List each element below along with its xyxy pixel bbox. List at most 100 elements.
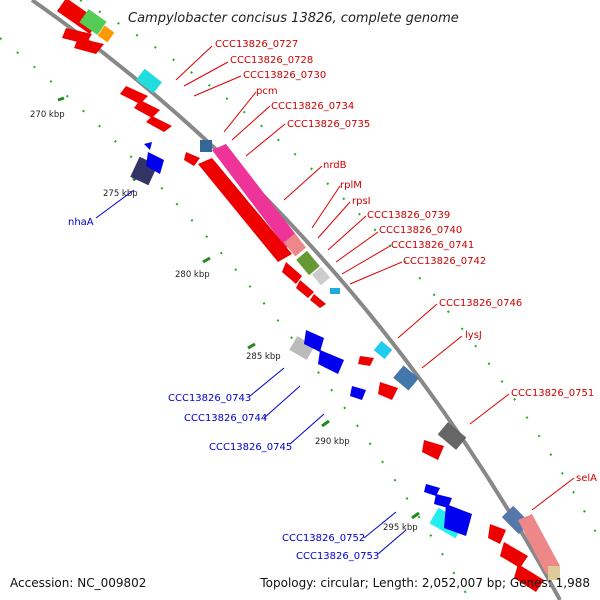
gene-label: CCC13826_0751 [511, 388, 594, 399]
gene-arrow [424, 484, 440, 496]
leader-line [283, 165, 323, 201]
tick-label: 295 kbp [383, 523, 418, 533]
gene-label: CCC13826_0740 [379, 225, 462, 236]
leader-line [193, 75, 242, 97]
gene-block [548, 566, 560, 580]
gene-arrow [304, 330, 324, 352]
leader-line [397, 303, 438, 339]
gene-band-pink [212, 144, 300, 248]
leader-line [245, 123, 286, 157]
leader-line [311, 185, 341, 229]
gene-block [136, 68, 162, 94]
leader-line [249, 367, 285, 397]
gene-arrow [134, 100, 160, 118]
gene-arrow [184, 152, 200, 166]
gene-arrow [488, 524, 506, 544]
gene-label: CCC13826_0743 [168, 393, 251, 404]
leader-line [377, 529, 407, 555]
gene-arrow [350, 386, 366, 400]
gene-label: CCC13826_0728 [230, 55, 313, 66]
gene-label: CCC13826_0739 [367, 210, 450, 221]
gene-block [97, 25, 115, 43]
gene-label: rpsI [352, 196, 371, 207]
leader-line [95, 189, 135, 219]
gene-block [79, 9, 107, 35]
forward-gene-track [57, 0, 560, 592]
gene-arrow [144, 142, 152, 150]
gene-label: lysJ [465, 330, 482, 341]
leader-line [183, 61, 229, 87]
gene-band-salmon [518, 514, 560, 574]
leader-line [327, 215, 367, 251]
topology-text: Topology: circular; Length: 2,052,007 bp… [260, 576, 590, 590]
gene-band-red [198, 158, 292, 262]
gene-arrow [282, 262, 302, 284]
tick-label: 285 kbp [246, 352, 281, 362]
gene-arrow [358, 356, 374, 366]
reverse-leaders [95, 189, 407, 555]
reverse-gene-track [130, 142, 472, 539]
gene-label: CCC13826_0745 [209, 442, 292, 453]
gene-arrow [422, 440, 444, 460]
forward-leaders [175, 45, 575, 511]
leader-line [289, 413, 325, 445]
gene-label: CCC13826_0730 [243, 70, 326, 81]
leader-line [341, 245, 391, 275]
gene-label: CCC13826_0727 [215, 39, 298, 50]
leader-line [531, 477, 575, 511]
leader-line [223, 91, 257, 133]
gene-label: nrdB [323, 160, 347, 171]
gene-label: CCC13826_0735 [287, 119, 370, 130]
gene-block [330, 288, 340, 294]
gene-block [289, 336, 315, 360]
gene-label: CCC13826_0744 [184, 413, 267, 424]
gene-block [437, 422, 467, 450]
gene-arrow [514, 564, 544, 592]
gene-arrow [310, 294, 326, 308]
map-title: Campylobacter concisus 13826, complete g… [128, 11, 459, 26]
guide-ring-inner [0, 37, 471, 600]
leader-line [469, 393, 510, 425]
gene-label: selA [576, 473, 597, 484]
gene-arrow [146, 116, 172, 132]
leader-line [335, 231, 379, 263]
gene-block [393, 365, 419, 391]
leader-line [349, 261, 403, 285]
gene-label: pcm [256, 86, 278, 97]
tick-mark [321, 419, 330, 428]
gene-block [200, 140, 212, 152]
gene-arrow [74, 38, 104, 54]
gene-label: CCC13826_0742 [403, 256, 486, 267]
gene-block [311, 266, 331, 286]
gene-label: CCC13826_0752 [282, 533, 365, 544]
gene-label: CCC13826_0753 [296, 551, 379, 562]
gene-label: nhaA [68, 217, 94, 228]
tick-mark [202, 256, 211, 264]
tick-mark [411, 511, 420, 520]
gene-arrow [434, 494, 452, 508]
gene-arrow [444, 504, 472, 536]
guide-ring-outer [79, 0, 600, 541]
leader-line [175, 45, 213, 81]
gene-arrow [296, 280, 314, 298]
leader-line [231, 105, 271, 141]
forward-gene-labels: CCC13826_0727 CCC13826_0728 CCC13826_073… [215, 39, 597, 484]
reverse-gene-labels: nhaA CCC13826_0743 CCC13826_0744 CCC1382… [68, 217, 379, 562]
gene-label: CCC13826_0741 [391, 240, 474, 251]
leader-line [317, 201, 351, 239]
gene-block [373, 340, 393, 360]
gene-arrow [500, 542, 528, 568]
tick-mark [57, 96, 65, 102]
gene-arrow [318, 350, 344, 374]
gene-arrow [378, 382, 398, 400]
gene-arrow [120, 86, 148, 104]
tick-label: 280 kbp [175, 270, 210, 280]
gene-block [283, 233, 307, 257]
tick-mark [247, 342, 256, 350]
genome-backbone [30, 0, 562, 600]
tick-label: 270 kbp [30, 110, 65, 120]
gene-block [296, 250, 320, 276]
accession-text: Accession: NC_009802 [10, 576, 147, 590]
leader-line [421, 335, 463, 369]
